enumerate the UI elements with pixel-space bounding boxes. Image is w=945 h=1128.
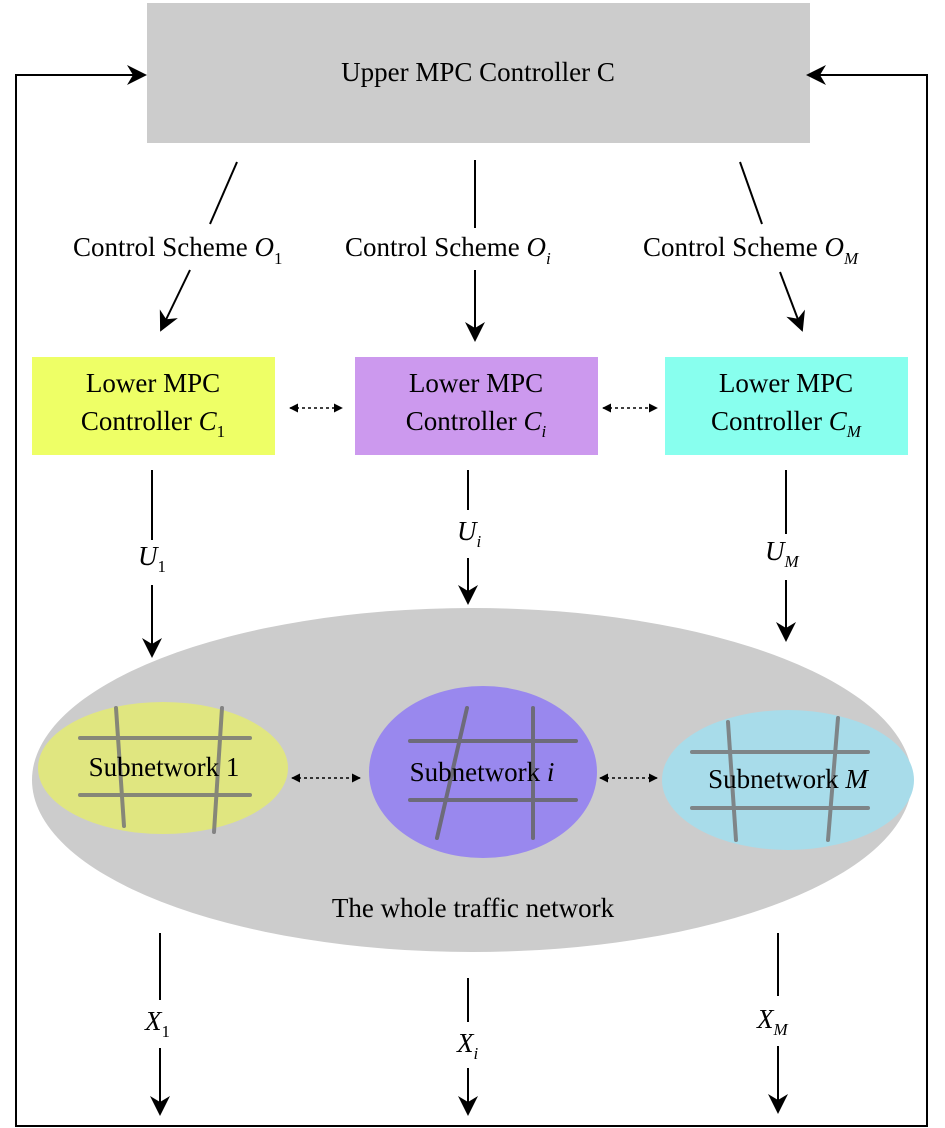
scheme-arrow-1-bottom [159,269,191,332]
x-label-m: XM [756,1004,789,1039]
lower-controller-i-line2: Controller Ci [406,406,547,441]
subnetwork-i-label: Subnetwork i [410,757,555,787]
subnetwork-i: Subnetwork i [369,686,597,858]
scheme-arrow-m-bottom [779,271,805,332]
lower-controller-1-line2: Controller C1 [81,406,225,441]
upper-controller-box [147,3,810,143]
x-label-i: Xi [456,1028,479,1063]
scheme-arrow-1-top [209,161,238,225]
subnetwork-m-label: Subnetwork M [708,764,869,794]
subnetwork-1: Subnetwork 1 [38,702,288,834]
u-label-m: UM [765,536,800,571]
traffic-network-label: The whole traffic network [332,893,615,923]
lower-controller-i-line1: Lower MPC [409,368,543,398]
upper-controller-label: Upper MPC Controller C [341,57,615,87]
u-label-1: U1 [138,541,166,576]
feedback-line-right [470,65,928,1127]
scheme-arrow-m-top [739,161,763,225]
u-label-i: Ui [457,516,482,551]
lower-controller-m-line1: Lower MPC [719,368,853,398]
lower-controller-1-line1: Lower MPC [86,368,220,398]
lower-controller-i-box [355,357,598,455]
lower-controller-1-box [32,357,275,455]
lower-controller-m-box [665,357,908,455]
subnetwork-m: Subnetwork M [662,710,914,850]
lower-controller-m-line2: Controller CM [711,406,862,441]
control-scheme-label-m: Control Scheme OM [643,232,859,268]
subnetwork-1-label: Subnetwork 1 [89,752,240,782]
x-label-1: X1 [144,1006,170,1041]
control-scheme-label-1: Control Scheme O1 [73,232,282,268]
feedback-line-left [15,65,470,1127]
control-scheme-label-i: Control Scheme Oi [345,232,551,268]
